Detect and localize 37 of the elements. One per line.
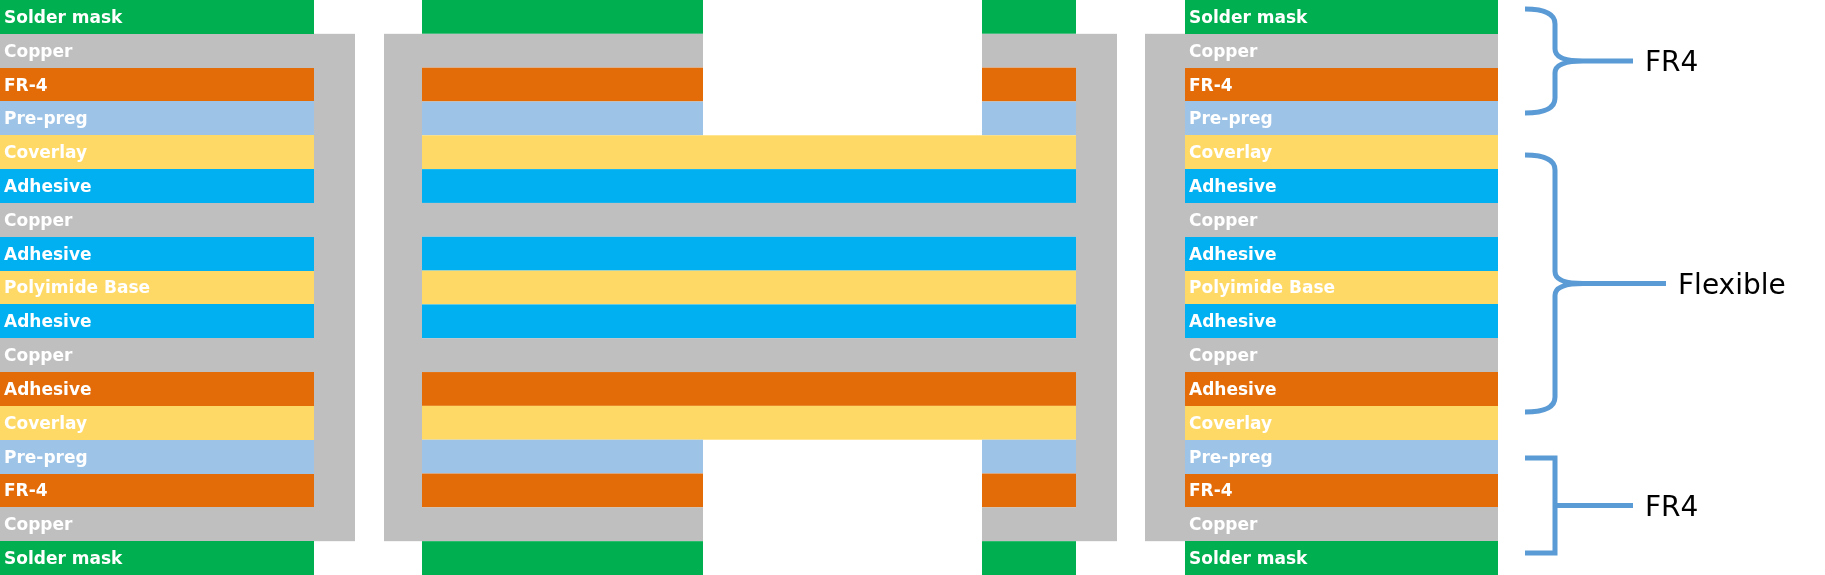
layer-bar: Adhesive — [1185, 372, 1498, 406]
layer-bar: Pre-preg — [1185, 101, 1498, 136]
layer-bar: FR-4 — [1185, 473, 1498, 508]
layer-bar: Solder mask — [0, 0, 314, 34]
layer-bar: Adhesive — [1185, 236, 1498, 271]
layer-bar: FR-4 — [1185, 67, 1498, 102]
layer-bar: Coverlay — [0, 405, 314, 440]
layer-bar: Solder mask — [0, 541, 314, 575]
layer-bar: Adhesive — [0, 236, 314, 271]
layer-bar: Coverlay — [0, 135, 314, 170]
brace-label: Flexible — [1678, 267, 1786, 300]
layer-bar: Pre-preg — [0, 439, 314, 474]
layer-bar: Pre-preg — [0, 101, 314, 136]
layer-bar: Coverlay — [1185, 405, 1498, 440]
layer-bar: Adhesive — [0, 304, 314, 339]
layer-bar: Copper — [1185, 33, 1498, 68]
layer-bar: Copper — [1185, 202, 1498, 237]
layer-bar: Adhesive — [0, 372, 314, 406]
brace-label: FR4 — [1645, 489, 1699, 522]
layer-bar: FR-4 — [0, 67, 314, 102]
layer-bar: Copper — [0, 338, 314, 373]
layer-bar: Copper — [0, 33, 314, 68]
layer-bar: Copper — [0, 507, 314, 542]
layer-bar: Adhesive — [1185, 169, 1498, 203]
layer-bar: Pre-preg — [1185, 439, 1498, 474]
layer-bar: FR-4 — [0, 473, 314, 508]
layer-bar: Solder mask — [1185, 541, 1498, 575]
layer-bar: Adhesive — [1185, 304, 1498, 339]
layer-bar: Copper — [1185, 338, 1498, 373]
brace-label: FR4 — [1645, 44, 1699, 78]
layer-bar: Adhesive — [0, 169, 314, 203]
layer-bar: Copper — [0, 202, 314, 237]
layer-bar: Copper — [1185, 507, 1498, 542]
layer-bar: Coverlay — [1185, 135, 1498, 170]
layer-bar: Polyimide Base — [0, 270, 314, 305]
layer-bar: Solder mask — [1185, 0, 1498, 34]
layer-bar: Polyimide Base — [1185, 270, 1498, 305]
